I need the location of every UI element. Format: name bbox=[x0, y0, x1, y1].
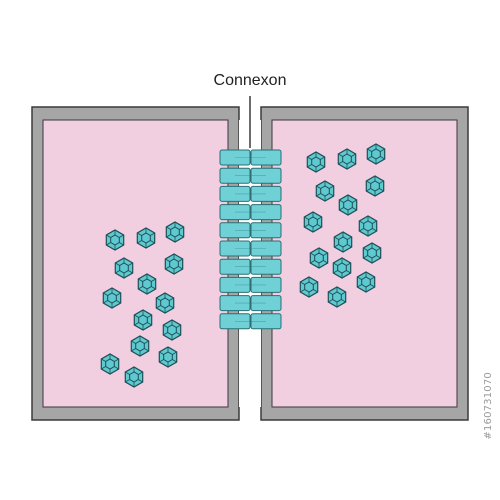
molecule-icon bbox=[333, 231, 353, 253]
molecule-icon bbox=[162, 319, 182, 341]
molecule-icon bbox=[136, 227, 156, 249]
connexon-label: Connexon bbox=[213, 72, 287, 89]
molecules-layer bbox=[100, 143, 386, 388]
molecule-icon bbox=[102, 287, 122, 309]
molecule-icon bbox=[124, 366, 144, 388]
molecule-icon bbox=[332, 257, 352, 279]
molecule-icon bbox=[365, 175, 385, 197]
molecule-icon bbox=[356, 271, 376, 293]
molecule-icon bbox=[327, 286, 347, 308]
molecule-icon bbox=[155, 292, 175, 314]
molecule-icon bbox=[137, 273, 157, 295]
molecule-icon bbox=[164, 253, 184, 275]
molecule-icon bbox=[358, 215, 378, 237]
connexon-channel bbox=[219, 120, 282, 407]
molecule-icon bbox=[299, 276, 319, 298]
right-cell-cytoplasm bbox=[271, 119, 458, 408]
molecule-icon bbox=[105, 229, 125, 251]
left-cell bbox=[31, 106, 240, 421]
left-cell-cytoplasm bbox=[42, 119, 229, 408]
molecule-icon bbox=[309, 247, 329, 269]
molecule-icon bbox=[366, 143, 386, 165]
molecule-icon bbox=[114, 257, 134, 279]
cells-layer bbox=[31, 106, 469, 421]
molecule-icon bbox=[303, 211, 323, 233]
molecule-icon bbox=[100, 353, 120, 375]
molecule-icon bbox=[337, 148, 357, 170]
molecule-icon bbox=[158, 346, 178, 368]
watermark-id: #160731070 bbox=[483, 372, 494, 440]
molecule-icon bbox=[306, 151, 326, 173]
molecule-icon bbox=[362, 242, 382, 264]
molecule-icon bbox=[133, 309, 153, 331]
molecule-icon bbox=[338, 194, 358, 216]
molecule-icon bbox=[315, 180, 335, 202]
molecule-icon bbox=[130, 335, 150, 357]
right-cell bbox=[260, 106, 469, 421]
molecule-icon bbox=[165, 221, 185, 243]
